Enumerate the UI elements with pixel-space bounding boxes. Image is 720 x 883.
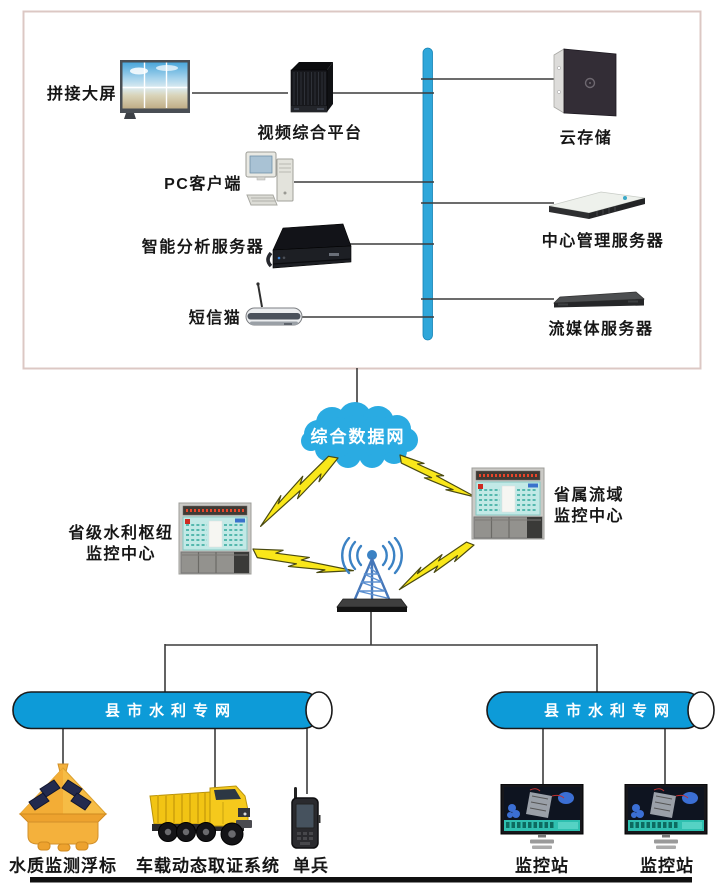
- video-platform-icon: [283, 60, 337, 120]
- label-pipe-left: 县市水利专网: [104, 702, 238, 720]
- right-center-screen-icon: [471, 467, 545, 541]
- connector-lines: [62, 78, 666, 794]
- label-pipe-right: 县市水利专网: [543, 702, 677, 720]
- label-station-left: 监控站: [515, 856, 569, 876]
- label-pc-client: PC客户端: [164, 176, 242, 193]
- label-right-center-line1: 省属流域: [553, 487, 625, 504]
- label-data-network: 综合数据网: [310, 427, 406, 447]
- buoy-icon: [16, 762, 110, 852]
- equipment-room-box: [22, 10, 702, 370]
- bottom-edge-bar: [30, 877, 692, 883]
- label-buoy: 水质监测浮标: [9, 856, 117, 876]
- bolt-cloud-to-left-center: [249, 451, 346, 527]
- label-vehicle: 车载动态取证系统: [136, 856, 280, 876]
- label-left-center-line1: 省级水利枢纽: [68, 525, 174, 542]
- label-stream-server: 流媒体服务器: [548, 321, 654, 338]
- mgmt-server-icon: [547, 188, 647, 222]
- pc-client-icon: [245, 149, 297, 207]
- label-cloud-storage: 云存储: [559, 130, 613, 147]
- left-center-screen-icon: [178, 502, 252, 576]
- label-left-center-line2: 监控中心: [85, 546, 157, 563]
- analysis-server-icon: [263, 220, 355, 278]
- label-station-right: 监控站: [640, 856, 694, 876]
- label-video-platform: 视频综合平台: [257, 125, 363, 142]
- label-right-center: 省属流域 监控中心: [554, 485, 624, 527]
- data-network-cloud-shape: [301, 402, 418, 468]
- evidence-truck-icon: [148, 780, 260, 852]
- pipe-left: [12, 691, 333, 730]
- label-left-center: 省级水利枢纽 监控中心: [68, 523, 173, 565]
- label-mgmt-server: 中心管理服务器: [541, 233, 665, 250]
- label-sms-modem: 短信猫: [188, 310, 242, 327]
- video-wall-icon: [119, 59, 193, 123]
- wireless-antenna-icon: [333, 536, 411, 617]
- label-portable: 单兵: [293, 856, 329, 876]
- station-monitor-right-icon: [624, 783, 708, 852]
- network-bus: [422, 47, 433, 341]
- label-video-wall: 拼接大屏: [46, 86, 118, 103]
- station-monitor-left-icon: [500, 783, 584, 852]
- bolt-cloud-to-right-center: [396, 446, 477, 511]
- label-right-center-line2: 监控中心: [553, 508, 625, 525]
- pipe-right: [486, 691, 715, 730]
- stream-server-icon: [550, 290, 646, 310]
- portable-terminal-icon: [289, 787, 323, 853]
- sms-modem-icon: [238, 282, 310, 332]
- cloud-storage-icon: [550, 46, 620, 120]
- label-analysis-server: 智能分析服务器: [141, 239, 265, 256]
